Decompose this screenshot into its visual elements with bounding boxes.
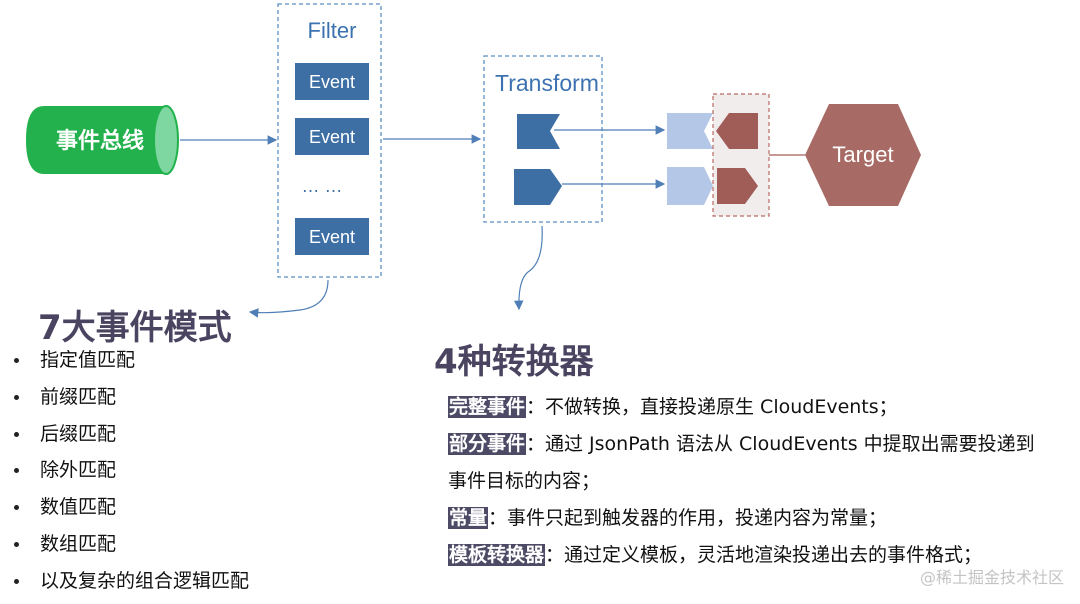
- adapter-shape-bottom: [717, 168, 758, 204]
- filter-event-3-label: Event: [309, 227, 355, 247]
- event-mode-label: 数组匹配: [40, 532, 117, 555]
- adapter-shape-top: [716, 113, 758, 149]
- event-bus: 事件总线: [26, 105, 179, 175]
- event-mode-item: 数组匹配: [14, 526, 249, 563]
- filter-callout-arrow: [248, 279, 329, 318]
- bullet-icon: [14, 394, 19, 400]
- transform-callout-arrow: [513, 225, 543, 311]
- transformer-description: ：事件只起到触发器的作用，投递内容为常量；: [488, 507, 888, 529]
- filter-event-3: [295, 218, 369, 255]
- event-mode-label: 以及复杂的组合逻辑匹配: [40, 569, 250, 592]
- event-mode-label: 后缀匹配: [40, 422, 117, 445]
- transform-box: Transform: [483, 55, 603, 223]
- transformer-tag: 模板转换器: [448, 544, 546, 566]
- event-mode-label: 前缀匹配: [40, 385, 117, 408]
- filter-ellipsis: … …: [301, 176, 342, 196]
- event-mode-item: 除外匹配: [14, 452, 249, 489]
- event-mode-item: 后缀匹配: [14, 416, 249, 453]
- bullet-icon: [14, 358, 19, 363]
- filter-event-1: [295, 63, 369, 100]
- transformer-description: ：通过 JsonPath 语法从 CloudEvents 中提取出需要投递到: [526, 433, 1035, 455]
- target-node: Target: [805, 104, 921, 206]
- event-mode-item: 数值匹配: [14, 489, 249, 526]
- event-bus-label: 事件总线: [56, 128, 144, 153]
- light-block-top: [667, 113, 713, 149]
- watermark: @稀土掘金技术社区: [919, 568, 1064, 587]
- filter-title: Filter: [308, 18, 357, 43]
- transformer-item: 常量：事件只起到触发器的作用，投递内容为常量；: [448, 500, 1073, 537]
- bullet-icon: [14, 468, 19, 474]
- event-modes-list: 指定值匹配前缀匹配后缀匹配除外匹配数值匹配数组匹配以及复杂的组合逻辑匹配: [14, 342, 249, 600]
- transformer-tag: 常量: [448, 507, 489, 529]
- target-label: Target: [832, 142, 893, 167]
- event-mode-label: 指定值匹配: [40, 349, 136, 371]
- light-block-bottom: [667, 167, 713, 205]
- event-mode-label: 数值匹配: [40, 496, 117, 519]
- filter-event-2: [295, 118, 369, 155]
- event-mode-item: 指定值匹配: [14, 342, 249, 379]
- transformer-item: 完整事件：不做转换，直接投递原生 CloudEvents；: [448, 389, 1073, 426]
- transformer-tag: 完整事件: [448, 396, 527, 418]
- transform-shape-bottom: [514, 169, 562, 205]
- bullet-icon: [14, 431, 19, 437]
- transformers-list: 完整事件：不做转换，直接投递原生 CloudEvents；部分事件：通过 Jso…: [448, 389, 1073, 574]
- transformer-description: ：通过定义模板，灵活地渲染投递出去的事件格式；: [545, 544, 983, 566]
- transformer-tag: 部分事件: [448, 433, 527, 455]
- bullet-icon: [14, 578, 19, 584]
- transform-title: Transform: [495, 70, 599, 96]
- transformer-description-continued: 事件目标的内容；: [448, 470, 601, 492]
- adapter-box: [712, 93, 770, 217]
- event-modes-heading: 7大事件模式: [38, 308, 232, 348]
- transformer-description: ：不做转换，直接投递原生 CloudEvents；: [526, 396, 898, 418]
- transformer-item: 模板转换器：通过定义模板，灵活地渲染投递出去的事件格式；: [448, 537, 1073, 574]
- event-mode-item: 前缀匹配: [14, 379, 249, 416]
- transformers-heading: 4种转换器: [434, 342, 594, 382]
- filter-event-1-label: Event: [309, 72, 355, 92]
- filter-box: Filter Event Event … … Event: [277, 3, 382, 278]
- event-mode-item: 以及复杂的组合逻辑匹配: [14, 563, 249, 600]
- filter-event-2-label: Event: [309, 127, 355, 147]
- bullet-icon: [14, 541, 19, 547]
- transformer-item: 部分事件：通过 JsonPath 语法从 CloudEvents 中提取出需要投…: [448, 426, 1073, 463]
- event-mode-label: 除外匹配: [40, 459, 117, 482]
- bullet-icon: [14, 505, 19, 511]
- transform-shape-top: [517, 114, 560, 149]
